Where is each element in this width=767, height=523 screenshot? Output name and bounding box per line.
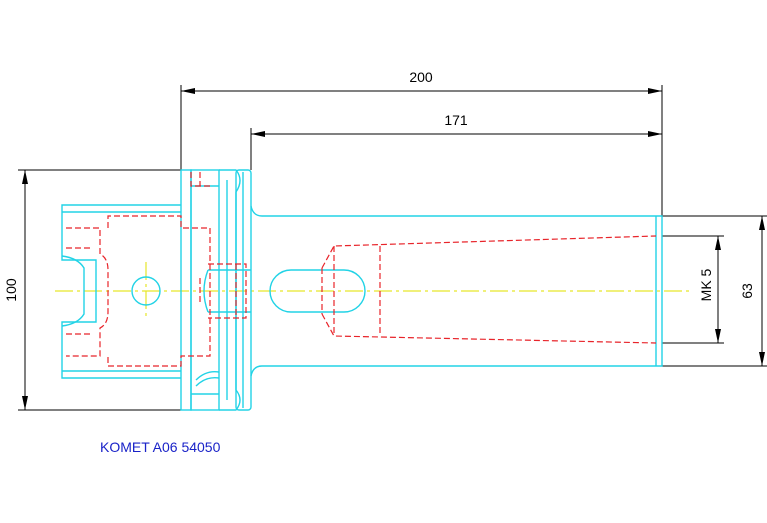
shank-outline	[250, 205, 663, 377]
drift-slot-outline	[269, 269, 366, 313]
dim-label-100: 100	[3, 278, 19, 302]
hidden-lines	[66, 172, 657, 367]
dim-label-171: 171	[444, 112, 468, 128]
hidden-bore-step	[199, 263, 247, 319]
tool-holder-outline	[61, 169, 663, 411]
dimension-shank-length: 171	[250, 112, 662, 170]
hidden-morse-taper	[321, 235, 657, 344]
clamp-head-outline	[61, 204, 181, 379]
dimension-body-diameter: 63	[662, 215, 767, 367]
dim-label-mk5: MK 5	[698, 268, 714, 301]
dimension-overall-length: 200	[180, 69, 663, 216]
groove-outline	[219, 169, 241, 411]
hidden-clamp-cavity	[66, 227, 109, 357]
pin-hole-outline	[131, 276, 161, 306]
flange-outline	[180, 169, 192, 411]
dimension-flange-diameter: 100	[3, 169, 181, 411]
dim-label-200: 200	[409, 69, 433, 85]
part-caption: KOMET A06 54050	[100, 439, 221, 455]
dimension-taper-mk5: MK 5	[662, 235, 724, 344]
dim-label-63: 63	[739, 283, 755, 299]
